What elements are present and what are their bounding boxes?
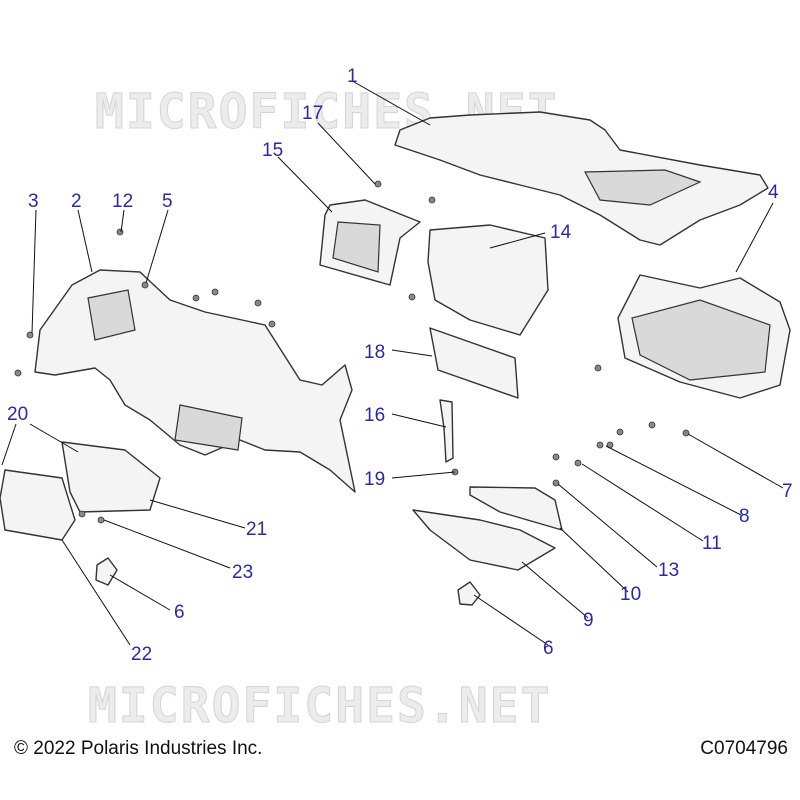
callout-7: 7 [782,481,793,502]
watermark-top: MICROFICHES.NET [95,84,558,140]
callout-19: 19 [364,469,385,490]
storage-bin [427,224,549,336]
callout-2: 2 [71,191,82,212]
callout-16: 16 [364,405,385,426]
callout-11: 11 [702,533,722,554]
glove-box-liner [61,441,161,513]
lower-dash-gauge-opening [87,289,136,341]
callout-1: 1 [347,66,358,87]
tray-lid [412,509,556,571]
callout-12: 12 [112,191,133,212]
callout-6-left: 6 [174,602,185,623]
callout-15: 15 [262,140,283,161]
callout-4: 4 [768,182,779,203]
callout-17: 17 [302,103,323,124]
callout-22: 22 [131,644,152,665]
leader-lines [1,81,784,646]
callout-20: 20 [7,404,28,425]
callout-3: 3 [28,191,39,212]
glove-box-door [0,469,76,541]
figure-id: C0704796 [700,738,788,759]
callout-5: 5 [162,191,173,212]
callout-14: 14 [550,222,572,243]
copyright-text: © 2022 Polaris Industries Inc. [14,738,263,759]
upper-dash-cover-opening [584,169,702,206]
latch-right [457,581,481,606]
callouts: 1 17 15 3 2 12 5 14 4 18 16 19 20 21 23 … [7,66,793,665]
callout-13: 13 [658,560,679,581]
bracket [439,399,454,463]
callout-8: 8 [739,506,750,527]
callout-21: 21 [246,519,267,540]
fasteners [14,180,690,524]
callout-23: 23 [232,562,253,583]
callout-9: 9 [583,610,594,631]
callout-18: 18 [364,342,385,363]
latch-left [95,557,118,586]
callout-6-right: 6 [543,638,554,659]
vent-housing-grille [631,299,771,381]
lower-dash-center-opening [174,404,243,451]
callout-10: 10 [620,584,641,605]
vent-grille [429,327,519,399]
display-bezel-window [332,221,381,273]
watermark-bottom: MICROFICHES.NET [88,678,551,734]
upper-dash-cover [394,111,769,246]
